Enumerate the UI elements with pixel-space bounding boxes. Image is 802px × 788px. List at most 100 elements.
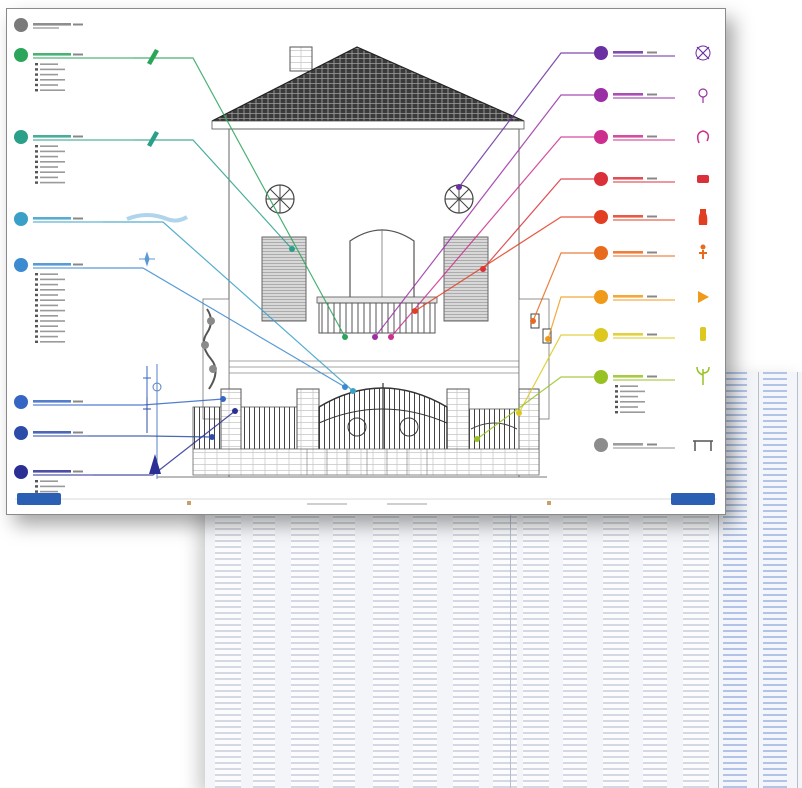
callout-title bbox=[613, 443, 643, 446]
poster-footer bbox=[15, 493, 717, 505]
callout-ref bbox=[647, 215, 657, 218]
callout-ref bbox=[73, 400, 83, 403]
callout-ref bbox=[73, 263, 83, 266]
list-item bbox=[40, 341, 65, 343]
list-item bbox=[40, 320, 65, 322]
callout-number-badge bbox=[594, 290, 608, 304]
list-bullet bbox=[35, 485, 38, 488]
balcony-railing bbox=[318, 302, 436, 334]
leader-line bbox=[83, 398, 224, 406]
callout-ref bbox=[647, 375, 657, 378]
leader-dot bbox=[232, 408, 238, 414]
table-code-column bbox=[763, 372, 787, 788]
list-item bbox=[40, 278, 65, 281]
list-bullet bbox=[35, 314, 38, 317]
leader-line bbox=[390, 136, 594, 338]
list-bullet bbox=[35, 490, 38, 493]
leader-line bbox=[83, 267, 346, 388]
leader-line bbox=[482, 178, 594, 270]
callout-ref bbox=[647, 93, 657, 96]
list-bullet bbox=[35, 480, 38, 483]
leader-line bbox=[103, 221, 354, 392]
leader-line bbox=[93, 410, 236, 476]
callout-ref bbox=[647, 333, 657, 336]
callout-orange bbox=[594, 244, 707, 260]
callout-title bbox=[33, 53, 71, 56]
table-icon bbox=[693, 440, 713, 451]
callout-cyan bbox=[14, 212, 189, 226]
fan-icon bbox=[695, 45, 711, 61]
paint-stroke-icon bbox=[126, 213, 189, 223]
callout-amber bbox=[594, 290, 709, 304]
list-item bbox=[40, 68, 65, 71]
callout-ref bbox=[647, 295, 657, 298]
callout-green-top bbox=[14, 48, 159, 92]
callout-number-badge bbox=[14, 130, 28, 144]
callout-ref bbox=[73, 53, 83, 56]
plant-icon bbox=[696, 366, 710, 385]
list-item bbox=[40, 155, 58, 158]
leader-line bbox=[88, 435, 213, 438]
callout-blue-mid bbox=[14, 366, 151, 409]
list-bullet bbox=[35, 293, 38, 297]
callout-number-badge bbox=[14, 212, 28, 226]
list-item bbox=[620, 411, 645, 413]
callout-legend bbox=[14, 18, 83, 32]
leader-line bbox=[518, 334, 594, 414]
leader-dot bbox=[530, 318, 536, 324]
leader-line bbox=[476, 376, 594, 440]
leader-dot bbox=[516, 410, 522, 416]
list-item bbox=[40, 145, 58, 147]
leader-line bbox=[532, 252, 594, 322]
callout-number-badge bbox=[594, 370, 608, 384]
callout-title bbox=[33, 135, 71, 138]
list-bullet bbox=[35, 150, 38, 153]
callout-number-badge bbox=[594, 46, 608, 60]
callout-title bbox=[613, 93, 643, 96]
list-item bbox=[40, 485, 65, 488]
callout-ref bbox=[73, 470, 83, 473]
round-vent bbox=[444, 184, 474, 214]
list-item bbox=[620, 390, 645, 393]
list-item bbox=[40, 299, 65, 301]
list-item bbox=[40, 309, 65, 312]
list-bullet bbox=[35, 299, 38, 302]
list-item bbox=[620, 401, 645, 403]
can-icon bbox=[697, 175, 709, 183]
list-item bbox=[40, 315, 58, 317]
swirl-icon bbox=[696, 130, 710, 144]
list-bullet bbox=[35, 278, 38, 281]
callout-title bbox=[613, 177, 643, 180]
callout-ref bbox=[73, 23, 83, 26]
callout-title bbox=[613, 215, 643, 218]
lamp-icon bbox=[698, 88, 708, 103]
callout-number-badge bbox=[14, 395, 28, 409]
callout-ref bbox=[647, 135, 657, 138]
list-bullet bbox=[35, 145, 38, 148]
fence-post-icon bbox=[143, 366, 151, 402]
callout-title bbox=[613, 251, 643, 254]
sparkle-icon bbox=[139, 251, 155, 267]
callout-ref bbox=[73, 431, 83, 434]
callout-title bbox=[33, 263, 71, 266]
leader-dot bbox=[342, 384, 348, 390]
list-bullet bbox=[615, 395, 618, 398]
list-bullet bbox=[35, 176, 38, 179]
list-bullet bbox=[35, 181, 38, 184]
cone-icon bbox=[698, 291, 709, 303]
list-item bbox=[40, 161, 65, 163]
leader-dot bbox=[289, 246, 295, 252]
brush-icon bbox=[147, 49, 159, 65]
list-item bbox=[620, 385, 638, 387]
list-bullet bbox=[35, 325, 38, 328]
callout-ref bbox=[647, 51, 657, 54]
list-bullet bbox=[615, 390, 618, 393]
list-item bbox=[40, 480, 58, 482]
leader-dot bbox=[412, 308, 418, 314]
list-item bbox=[40, 63, 58, 65]
list-item bbox=[40, 150, 65, 153]
callout-navy bbox=[14, 454, 161, 493]
callout-number-badge bbox=[14, 465, 28, 479]
callout-number-badge bbox=[594, 210, 608, 224]
bottle-icon bbox=[698, 209, 708, 225]
